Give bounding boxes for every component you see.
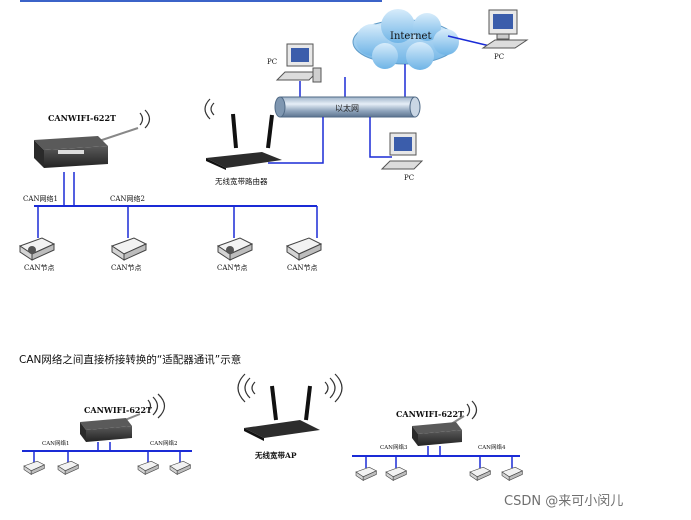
canwifi-device-icon [80,393,166,442]
can-node-label: CAN节点 [287,264,318,272]
top-divider [20,0,382,2]
can-node-label: CAN节点 [111,264,142,272]
canwifi-device-icon [412,400,478,446]
can-network-1-label: CAN网络1 [23,194,58,203]
pc-label-internet: PC [494,53,504,61]
pc-label-right: PC [404,174,414,182]
can-node-icon [169,460,192,475]
can-node-icon [385,466,408,481]
device-name-right: CANWIFI-622T [396,409,464,419]
device-name-left: CANWIFI-622T [84,405,152,415]
can-net-label-4: CAN网络4 [478,443,506,451]
internet-cloud: Internet [352,9,459,70]
router-icon [204,98,282,170]
can-node-icon [469,466,492,481]
pc-label-left: PC [267,58,277,66]
watermark: CSDN @来可小闵儿 [504,494,624,509]
can-node-label: CAN节点 [217,264,248,272]
router-label: 无线宽带路由器 [215,176,268,186]
can-node-icon [110,237,148,261]
pc-icon [380,132,424,170]
ethernet-label: 以太网 [335,103,359,113]
ethernet-backbone: 以太网 [274,96,421,118]
ap-label: 无线宽带AP [254,450,297,460]
can-net-label-1: CAN网络1 [42,439,70,447]
cloud-pc-link [447,35,491,47]
can-node-icon [23,460,46,475]
can-node-icon [355,466,378,481]
can-net-label-3: CAN网络3 [380,443,408,451]
section-caption: CAN网络之间直接桥接转换的“适配器通讯”示意 [19,354,242,366]
ap-router-icon [237,373,343,441]
can-node-icon [501,466,524,481]
can-network-2-label: CAN网络2 [110,194,145,203]
can-node-icon [216,237,254,261]
internet-label: Internet [390,31,431,42]
router-link [268,117,324,164]
can-node-icon [57,460,80,475]
can-node-icon [18,237,56,261]
pc-right-link [369,117,392,158]
pc-icon [481,9,529,49]
pc-icon [275,43,322,83]
can-net-label-2: CAN网络2 [150,439,178,447]
can-node-label: CAN节点 [24,264,55,272]
can-node-icon [285,237,323,261]
device-name-top: CANWIFI-622T [48,113,116,123]
canwifi-device-icon [34,109,151,168]
can-node-icon [137,460,160,475]
